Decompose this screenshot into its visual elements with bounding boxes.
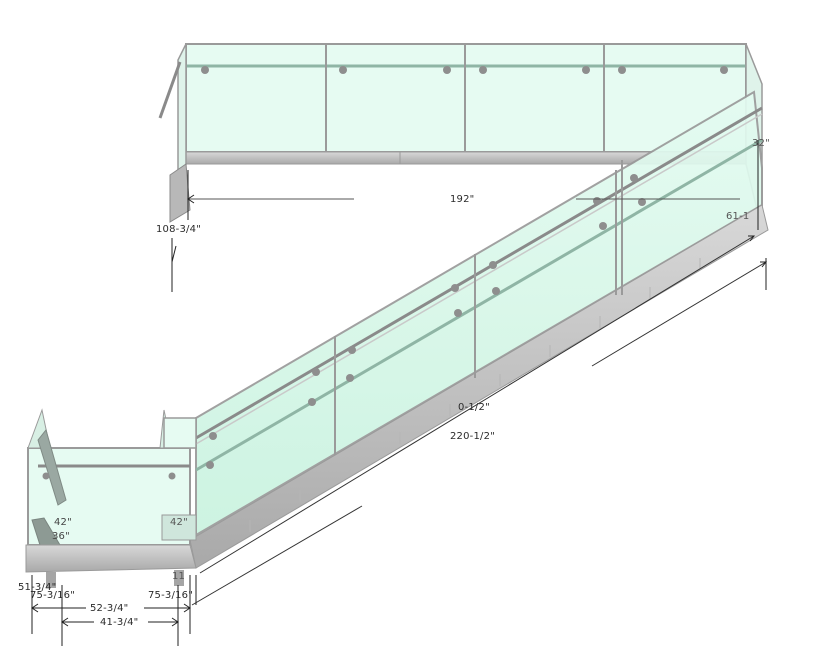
dim-stair-rail-inner: 0-1/2" bbox=[458, 402, 490, 413]
dim-landing-inner-width: 41-3/4" bbox=[100, 617, 139, 628]
dim-landing-right-small: 11 bbox=[172, 571, 186, 582]
dim-right-height-top: 61-1 bbox=[726, 211, 750, 222]
dim-landing-left-offset: 75-3/16" bbox=[30, 590, 75, 601]
dim-landing-handrail-height-left: 36" bbox=[52, 531, 70, 542]
dim-left-height-top: 108-3/4" bbox=[156, 224, 201, 235]
dim-right-rail-height: 32" bbox=[752, 138, 770, 149]
stair-handrail bbox=[195, 106, 763, 440]
stair-run-railing bbox=[189, 90, 769, 569]
dim-landing-rail-height-left: 42" bbox=[54, 517, 72, 528]
dim-landing-rail-height-right: 42" bbox=[170, 517, 188, 528]
landing-base-shoe bbox=[25, 544, 197, 573]
dim-landing-outer-width: 52-3/4" bbox=[90, 603, 129, 614]
dim-landing-right-offset: 75-3/16" bbox=[148, 590, 193, 601]
landing-railing bbox=[25, 408, 197, 588]
standoff-icons bbox=[201, 66, 728, 74]
dim-landing-left-post-height: 51-3/4" bbox=[18, 582, 57, 593]
dimension-lines bbox=[31, 140, 768, 646]
dim-top-run-length: 192" bbox=[450, 194, 475, 205]
dim-stair-rail-length: 220-1/2" bbox=[450, 431, 495, 442]
